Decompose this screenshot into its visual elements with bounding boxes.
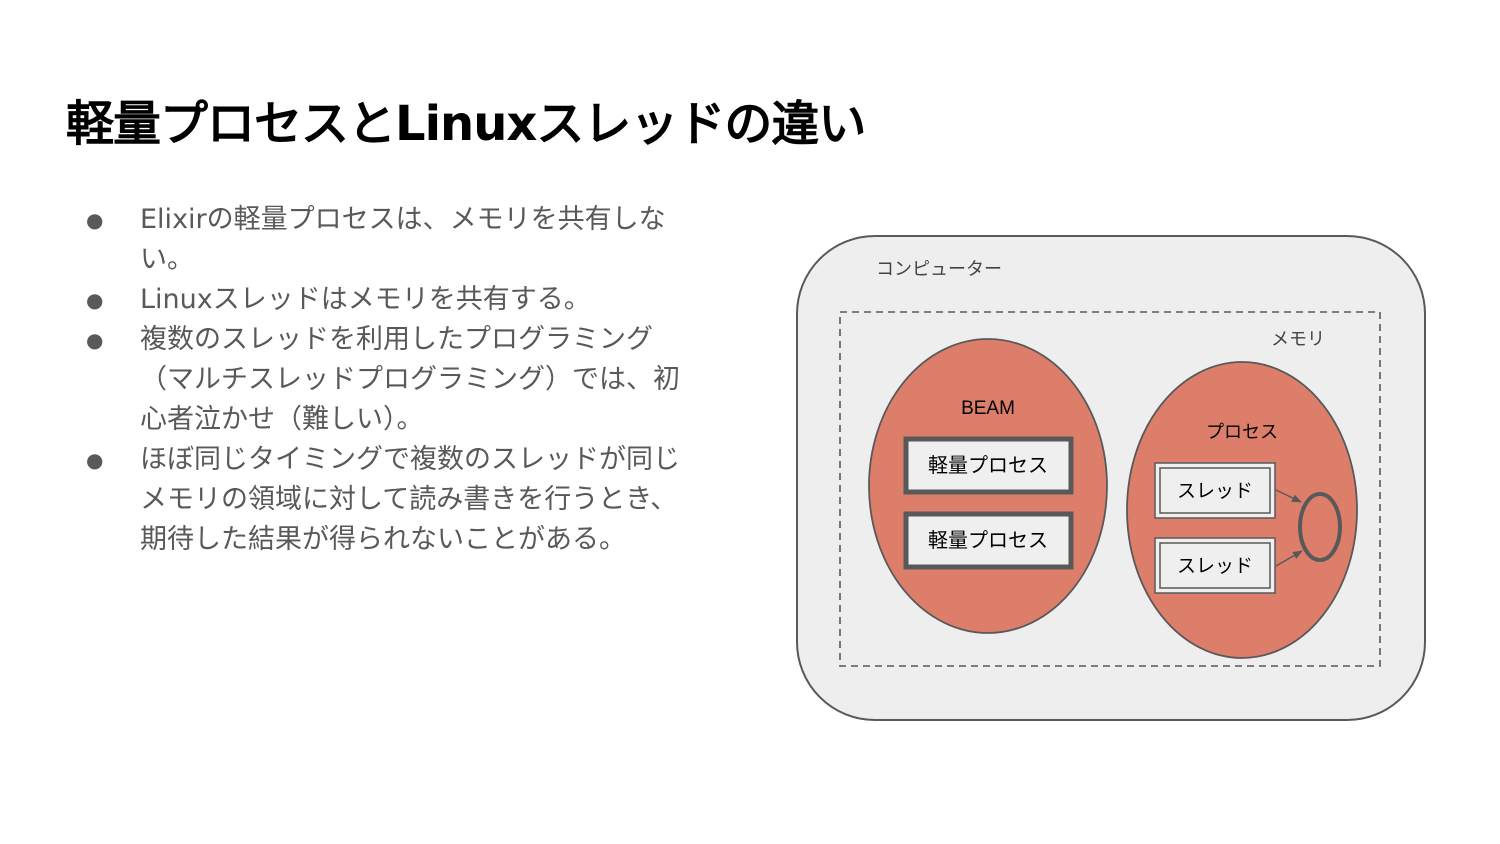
lightweight-process-label: 軽量プロセス xyxy=(928,454,1048,477)
bullet-text: Elixirの軽量プロセスは、メモリを共有しない。 xyxy=(140,204,666,275)
thread-access-arrow xyxy=(1275,550,1303,567)
shared-memory-spot xyxy=(1298,492,1342,562)
bullet-marker: ● xyxy=(86,448,104,472)
thread-box xyxy=(1154,462,1276,519)
bullet-text: 複数のスレッドを利用したプログラミング（マルチスレッドプログラミング）では、初心… xyxy=(140,324,680,435)
thread-access-arrow xyxy=(1275,489,1302,503)
thread-label: スレッド xyxy=(1177,481,1253,502)
computer-label: コンピューター xyxy=(876,259,1002,279)
process-label: プロセス xyxy=(1206,422,1278,442)
lightweight-process-box xyxy=(903,436,1074,495)
thread-label: スレッド xyxy=(1177,556,1253,577)
beam-label: BEAM xyxy=(961,398,1015,419)
memory-label: メモリ xyxy=(1271,329,1325,349)
bullet-item: ● ほぼ同じタイミングで複数のスレッドが同じメモリの領域に対して読み書きを行うと… xyxy=(82,440,682,560)
bullet-item: ● Elixirの軽量プロセスは、メモリを共有しない。 xyxy=(82,200,682,280)
thread-box xyxy=(1154,537,1276,594)
bullet-marker: ● xyxy=(86,208,104,232)
thread-box-inner-border xyxy=(1159,542,1271,589)
thread-box-inner-border xyxy=(1159,467,1271,514)
bullet-text: ほぼ同じタイミングで複数のスレッドが同じメモリの領域に対して読み書きを行うとき、… xyxy=(140,444,680,555)
bullet-item: ● Linuxスレッドはメモリを共有する。 xyxy=(82,280,682,320)
bullet-marker: ● xyxy=(86,328,104,352)
lightweight-process-box xyxy=(903,511,1074,570)
bullet-marker: ● xyxy=(86,288,104,312)
bullet-text: Linuxスレッドはメモリを共有する。 xyxy=(140,284,591,315)
bullet-list: ● Elixirの軽量プロセスは、メモリを共有しない。 ● Linuxスレッドは… xyxy=(82,200,682,560)
bullet-item: ● 複数のスレッドを利用したプログラミング（マルチスレッドプログラミング）では、… xyxy=(82,320,682,440)
memory-region xyxy=(839,311,1381,667)
lightweight-process-label: 軽量プロセス xyxy=(928,529,1048,552)
slide-title: 軽量プロセスとLinuxスレッドの違い xyxy=(66,96,866,152)
